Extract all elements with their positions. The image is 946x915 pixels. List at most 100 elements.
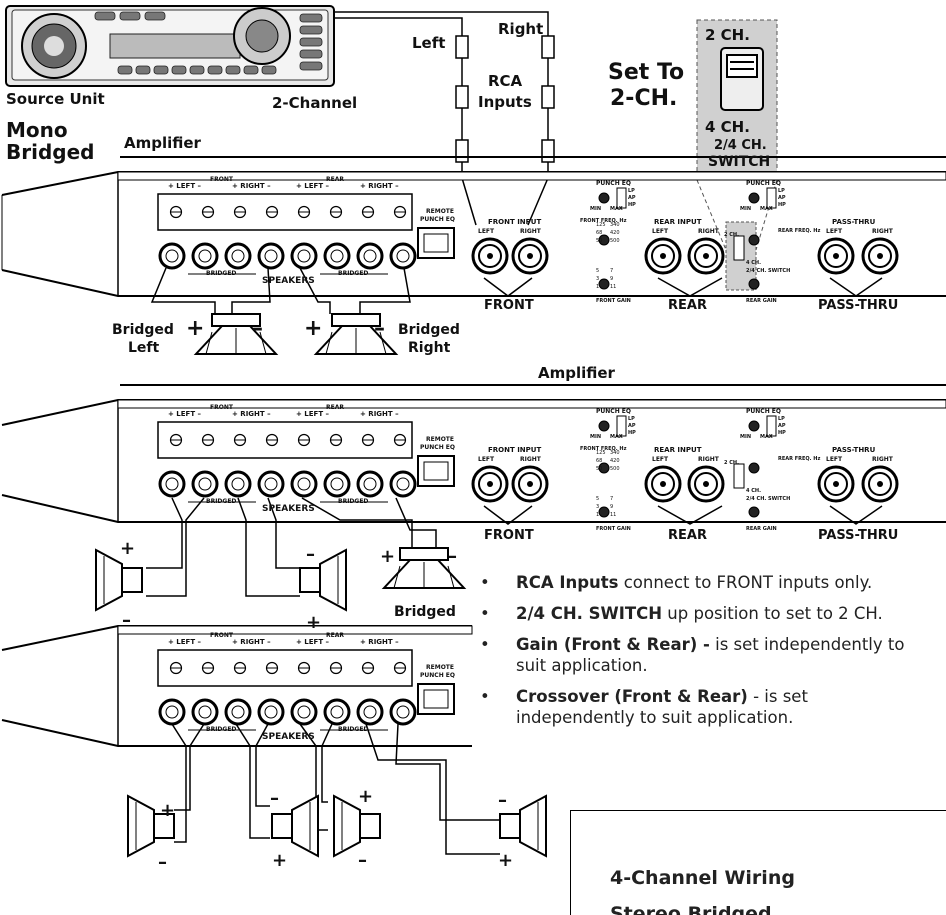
passthru-right-rca-pin (877, 481, 883, 487)
terminal-hole (396, 477, 410, 491)
terminal-hole (264, 249, 278, 263)
speaker-amp3-3-magnet (359, 813, 381, 839)
footer-label-box (570, 810, 946, 915)
right-signal-label: Right (498, 20, 544, 38)
remote-port-inner (423, 461, 449, 481)
terminal-hole (330, 477, 344, 491)
positive-polarity-mark: + (498, 850, 514, 871)
switch-callout (696, 19, 778, 291)
freq-tick: 68 (596, 230, 603, 236)
negative-polarity-mark: – (358, 850, 367, 871)
rear-terminal-label: REAR (326, 176, 344, 183)
amplifier-1-graphic (1, 156, 946, 297)
switch-4ch-label: 4 CH. (746, 488, 761, 494)
note-item: •RCA Inputs connect to FRONT inputs only… (480, 573, 873, 592)
terminal-hole (363, 705, 377, 719)
group-brackets (483, 277, 883, 525)
front-freq-knob (598, 234, 610, 246)
positive-polarity-mark: + (358, 786, 374, 807)
terminal-hole (330, 249, 344, 263)
freq-tick: 340 (610, 450, 620, 456)
terminal-hole (363, 249, 377, 263)
source-unit-label: Source Unit (6, 90, 105, 108)
amp3-speaker-wires (171, 723, 500, 855)
rear-right-rca-pin (703, 481, 709, 487)
front-left-rca-pin (487, 253, 493, 259)
rca-label-2: Inputs (478, 93, 532, 111)
terminal-hole (264, 705, 278, 719)
bridged-left-label-2: Left (128, 340, 160, 356)
note-item: •Gain (Front & Rear) - is set independen… (480, 635, 905, 675)
gain-tick: 9 (610, 504, 614, 510)
terminal-hole (231, 477, 245, 491)
positive-polarity-mark: + (380, 546, 396, 567)
lp-label: LP (778, 188, 785, 194)
bridged-label: BRIDGED (338, 498, 369, 505)
amp1-speaker-wires (150, 267, 411, 314)
min-label: MIN (740, 434, 752, 440)
max-label: MAX (610, 206, 623, 212)
negative-polarity-mark: – (498, 790, 507, 811)
bridged-label: BRIDGED (338, 726, 369, 733)
passthru-left-rca-pin (833, 481, 839, 487)
negative-polarity-mark: – (252, 316, 263, 341)
remote-label: REMOTE (426, 664, 454, 671)
rear-right-polarity: + RIGHT – (360, 410, 399, 418)
front-mode-switch (616, 187, 627, 209)
front-punch-eq-label: PUNCH EQ (596, 180, 632, 187)
max-label: MAX (760, 434, 773, 440)
front-punch-eq-label: PUNCH EQ (596, 408, 632, 415)
ap-label: AP (778, 195, 786, 201)
freq-tick: 500 (610, 466, 620, 472)
speaker-bridged-center-magnet (399, 547, 449, 561)
left-signal-label: Left (412, 34, 446, 52)
terminal-hole (231, 705, 245, 719)
gain-tick: 3 (596, 504, 600, 510)
front-right-label: RIGHT (520, 228, 541, 235)
speakers-label: SPEAKERS (262, 504, 315, 514)
punch-eq-label: PUNCH EQ (420, 216, 456, 223)
source-unit-graphic (5, 5, 335, 87)
amplifier-label-2: Amplifier (538, 364, 615, 382)
speaker-bridged-right-magnet (331, 313, 381, 327)
note-text: up position to set to 2 CH. (662, 604, 883, 623)
bridged-label: BRIDGED (206, 270, 237, 277)
ch-switch (733, 235, 745, 261)
min-label: MIN (590, 206, 602, 212)
remote-label: REMOTE (426, 436, 454, 443)
speaker-amp3-4-cone (519, 794, 547, 858)
rear-left-polarity: + LEFT – (296, 410, 330, 418)
rear-left-rca-pin (660, 481, 666, 487)
rear-terminal-label: REAR (326, 404, 344, 411)
rear-left-polarity: + LEFT – (296, 638, 330, 646)
rear-freq-label: REAR FREQ. Hz (778, 456, 821, 462)
ap-label: AP (628, 423, 636, 429)
front-freq-knob (598, 462, 610, 474)
gain-tick: 7 (610, 496, 614, 502)
front-right-polarity: + RIGHT – (232, 182, 271, 190)
speaker-amp2-right-magnet (299, 567, 321, 593)
positive-polarity-mark: + (272, 850, 288, 871)
hp-label: HP (628, 430, 636, 436)
speaker-bridged-left-cone-lines (205, 328, 267, 355)
dynamic-panel-parts (157, 187, 899, 731)
freq-tick: 420 (610, 458, 620, 464)
note-text: is set independently to suit application… (516, 635, 905, 675)
front-left-polarity: + LEFT – (168, 638, 202, 646)
set-to-label-1: Set To (608, 60, 685, 85)
footer-title: 4-Channel Wiring (610, 867, 795, 889)
rear-punch-eq-label: PUNCH EQ (746, 180, 782, 187)
set-to-label-2: 2-CH. (610, 86, 678, 111)
group-rear-1: REAR (668, 298, 707, 313)
speaker-amp3-2-cone (291, 794, 319, 858)
bridged-label: BRIDGED (206, 726, 237, 733)
switch-name-label: 2/4 CH. SWITCH (746, 268, 791, 274)
remote-label: REMOTE (426, 208, 454, 215)
speaker-amp2-right-cone (319, 548, 347, 612)
front-left-rca-pin (487, 481, 493, 487)
speaker-amp3-3-cone (333, 794, 361, 858)
speaker-amp2-left-magnet (121, 567, 143, 593)
front-eq-knob (598, 192, 610, 204)
switch-box-name-2: SWITCH (708, 154, 771, 170)
